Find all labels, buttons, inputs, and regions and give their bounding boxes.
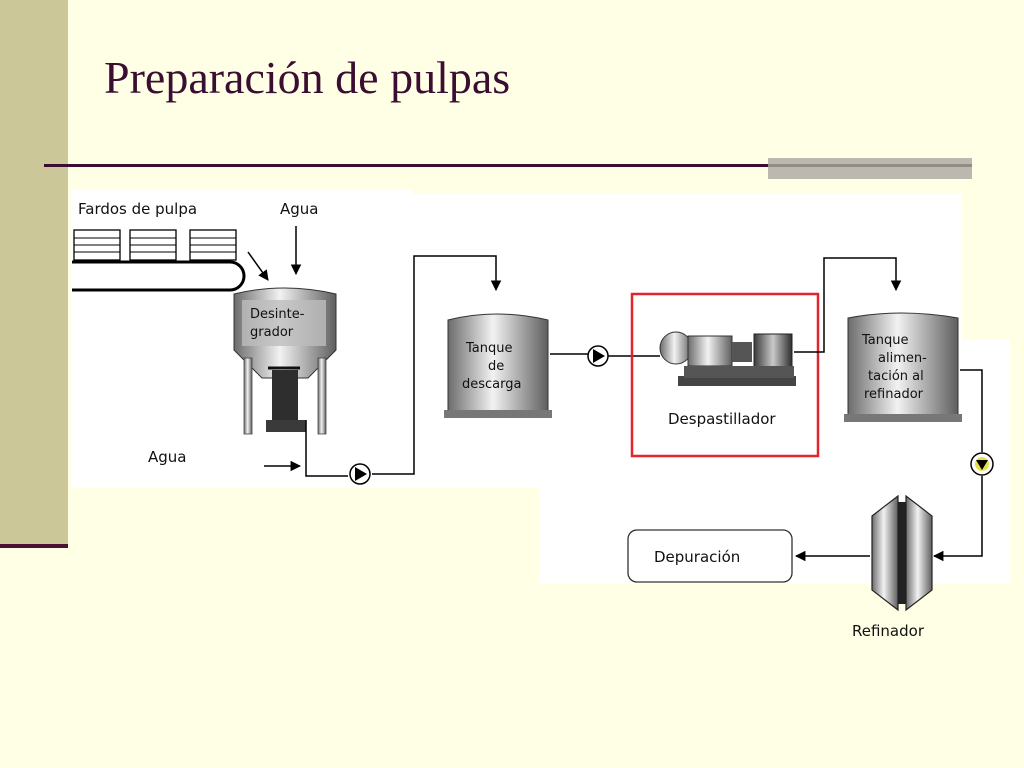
tanque-alimentacion-label-4: refinador [864, 387, 924, 402]
refinador-label: Refinador [852, 622, 925, 640]
pump-3-icon [970, 452, 994, 476]
title-divider-block [768, 158, 972, 179]
tanque-descarga [444, 313, 552, 418]
diagram-lower-right-panel [540, 584, 1010, 650]
despastillador-highlight-box [630, 292, 820, 458]
depuracion-box [627, 529, 793, 583]
tanque-descarga-label-1: Tanque [465, 341, 512, 356]
despastillador-machine [659, 331, 796, 386]
diagram-lower-left-panel [72, 488, 540, 650]
tanque-alimentacion [844, 312, 962, 422]
pipe-to-tanque-descarga [372, 255, 502, 475]
pipe-desintegrador-out [305, 420, 348, 477]
desintegrador [233, 287, 337, 435]
fardos-label: Fardos de pulpa [78, 200, 197, 218]
tanque-descarga-label-3: descarga [462, 377, 521, 392]
refinador [871, 494, 933, 612]
pulp-preparation-diagram: Fardos de pulpa Agua Desinte- grador Agu… [72, 190, 1010, 650]
pulp-bales [73, 229, 237, 261]
pump-1-icon [349, 463, 371, 485]
despastillador-label: Despastillador [668, 410, 776, 428]
bales-feed-arrow [247, 251, 269, 281]
diagram-right-strip [962, 190, 1010, 340]
diagram-top-strip [412, 190, 962, 194]
pipe-to-refinador [932, 476, 983, 562]
tanque-alimentacion-label-1: Tanque [861, 333, 908, 348]
left-accent-line [0, 544, 68, 548]
left-accent-band [0, 0, 68, 545]
tanque-alimentacion-label-3: tación al [868, 369, 924, 384]
tanque-descarga-label-2: de [488, 359, 504, 374]
agua-bottom-label: Agua [148, 448, 186, 466]
tanque-alimentacion-label-2: alimen- [878, 351, 927, 366]
title-divider [44, 164, 774, 167]
desintegrador-label-1: Desinte- [250, 307, 305, 322]
conveyor-belt [72, 260, 246, 292]
pipe-tanque-to-pump-3 [960, 369, 983, 452]
pipe-to-tanque-alimentacion [794, 257, 902, 353]
slide-title: Preparación de pulpas [104, 52, 511, 103]
agua-top-label: Agua [280, 200, 318, 218]
desintegrador-label-2: grador [250, 325, 294, 340]
depuracion-label: Depuración [654, 548, 740, 566]
pump-2-icon [587, 345, 609, 367]
